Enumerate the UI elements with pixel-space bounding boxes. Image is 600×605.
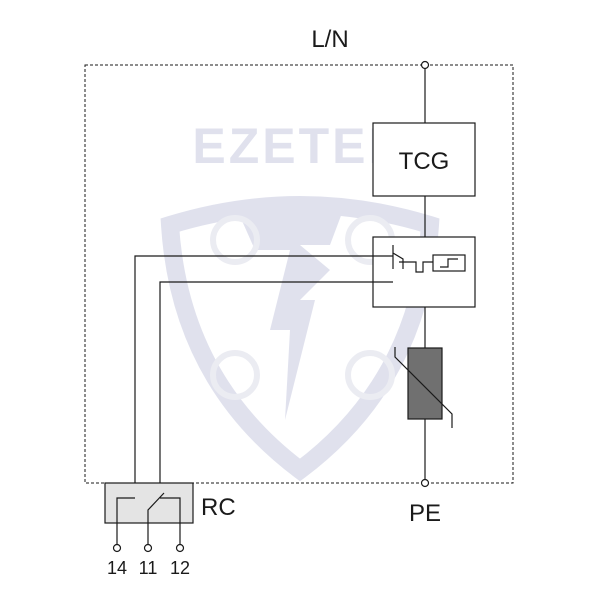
rc-pin-11-label: 11	[139, 558, 158, 578]
rc-block	[104, 482, 194, 524]
varistor-slash	[394, 347, 453, 428]
rc-label: RC	[201, 494, 236, 521]
rc-pin-14-label: 14	[107, 558, 127, 578]
terminal-pe-label: PE	[409, 500, 441, 527]
thermal-disconnector-box	[372, 236, 476, 308]
terminal-ln-dot	[420, 60, 430, 70]
tcg-box	[372, 122, 476, 197]
watermark-logo: EZETEK	[160, 118, 440, 482]
rc-contact-symbol	[116, 492, 181, 544]
varistor-body	[407, 347, 443, 420]
device-enclosure	[84, 64, 514, 484]
tcg-label: TCG	[399, 148, 450, 175]
signal-wire-outer	[134, 255, 393, 483]
signal-wire-inner	[159, 281, 393, 483]
rc-pin-11-dot	[143, 543, 153, 553]
rc-pin-14-dot	[112, 543, 122, 553]
watermark-text: EZETEK	[192, 118, 407, 174]
rc-pin-12-dot	[175, 543, 185, 553]
terminal-ln-label: L/N	[311, 26, 348, 53]
watermark-bolt	[235, 205, 345, 420]
terminal-pe-dot	[420, 478, 430, 488]
rc-pin-12-label: 12	[170, 558, 190, 578]
